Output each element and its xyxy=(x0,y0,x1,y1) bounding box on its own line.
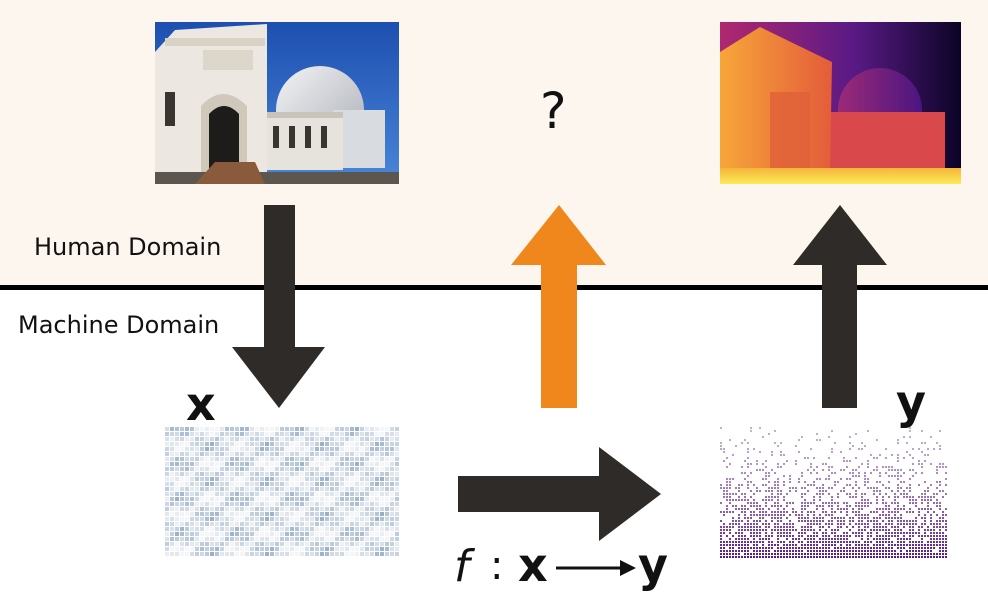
formula-input: x xyxy=(518,538,548,592)
domain-divider-line xyxy=(0,285,988,290)
observatory-photo xyxy=(155,22,399,184)
mapping-formula: f : x y xyxy=(454,538,668,592)
decode-up-arrow xyxy=(793,205,887,408)
mapping-right-arrow xyxy=(458,447,661,541)
x-representation-pattern xyxy=(165,427,399,556)
formula-arrow-head xyxy=(620,560,636,576)
y-variable-label: y xyxy=(896,375,926,429)
formula-function: f xyxy=(454,541,476,592)
y-representation-pattern xyxy=(720,427,947,558)
encode-down-arrow xyxy=(232,205,325,408)
machine-domain-label: Machine Domain xyxy=(18,311,220,339)
human-domain-label: Human Domain xyxy=(34,233,222,261)
orange-up-arrow xyxy=(511,205,606,408)
formula-colon: : xyxy=(490,543,503,589)
x-variable-label: x xyxy=(186,377,216,431)
formula-output: y xyxy=(638,538,668,592)
unknown-mapping-mark: ? xyxy=(540,82,567,140)
depth-map-image xyxy=(720,22,961,184)
